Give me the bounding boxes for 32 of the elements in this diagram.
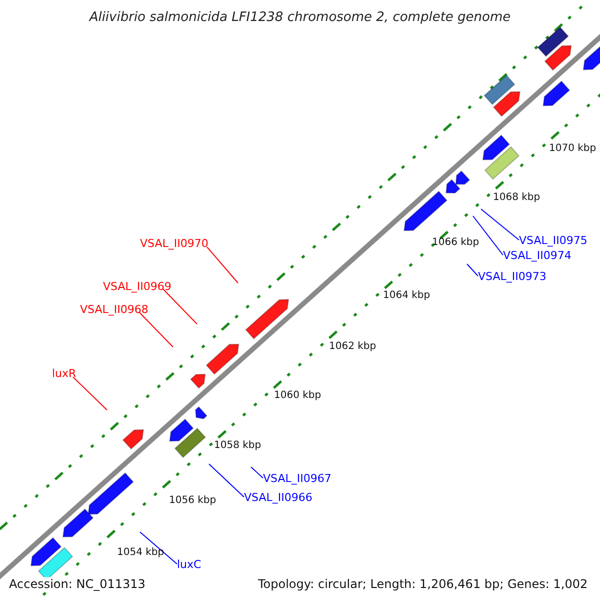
gene-label: VSAL_II0973 (478, 271, 546, 282)
leader-line (480, 208, 520, 240)
footer-text: Accession: NC_011313 (9, 577, 146, 591)
leader-line (206, 246, 238, 284)
gene-label: VSAL_II0974 (503, 250, 572, 261)
leader-line (72, 376, 108, 410)
scale-label: 1070 kbp (549, 144, 596, 154)
scale-label: 1068 kbp (493, 193, 540, 203)
leader-line (250, 466, 264, 478)
title: Aliivibrio salmonicida LFI1238 chromosome 2, complete genome (88, 11, 512, 24)
gene-label: VSAL_II0967 (263, 473, 332, 484)
leader-line (466, 264, 478, 276)
leader-line (208, 464, 244, 498)
footer-text: Topology: circular; Length: 1,206,461 bp; Genes: 1,002 (258, 577, 588, 591)
leader-line (162, 288, 198, 324)
scale-label: 1054 kbp (117, 548, 164, 558)
scale-label: 1060 kbp (274, 391, 322, 401)
leader-line (472, 216, 504, 256)
gene-label: luxC (177, 559, 202, 570)
scale-label: 1062 kbp (329, 342, 376, 352)
gene-label: luxR (52, 368, 76, 379)
scale-label: 1058 kbp (214, 441, 262, 451)
gene-label: VSAL_II0966 (244, 492, 312, 503)
scale-label: 1066 kbp (432, 238, 480, 248)
leader-line (140, 532, 178, 564)
scale-label: 1064 kbp (383, 291, 430, 301)
gene-label: VSAL_II0969 (103, 281, 172, 292)
scale-label: 1056 kbp (169, 496, 216, 506)
gene-label: VSAL_II0975 (519, 235, 588, 246)
gene-label: VSAL_II0970 (140, 238, 208, 249)
leader-line (138, 312, 174, 348)
gene-label: VSAL_II0968 (80, 304, 148, 315)
